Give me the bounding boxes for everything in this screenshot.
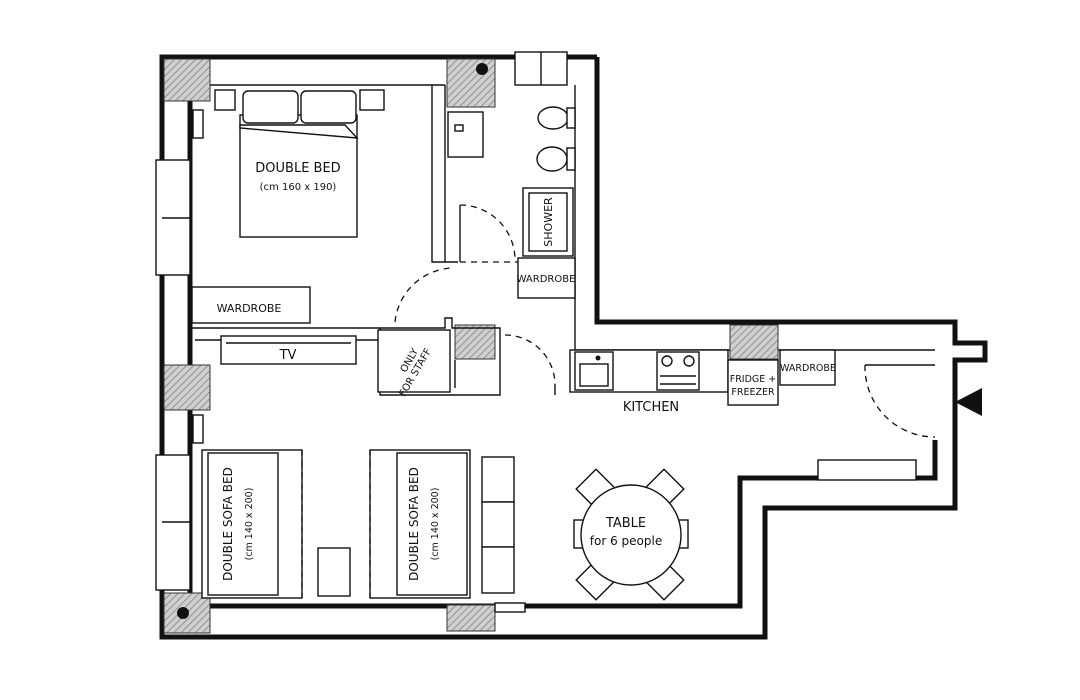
double-bed-size: (cm 160 x 190) — [260, 182, 337, 193]
shower-label: SHOWER — [542, 197, 555, 247]
bath-wall — [444, 85, 458, 263]
sofa-bed-1-size: (cm 140 x 200) — [244, 488, 255, 561]
radiator — [192, 109, 204, 139]
pillars — [163, 58, 779, 634]
table-capacity: for 6 people — [590, 534, 662, 548]
table-top — [580, 484, 682, 586]
outer-walls — [155, 51, 988, 640]
sofa-bed-1 — [201, 449, 303, 599]
fridge-label-1: FRIDGE + — [730, 374, 777, 385]
table-label: TABLE — [605, 516, 646, 531]
cabinet-section — [481, 546, 515, 594]
staff-door-panel — [377, 329, 451, 393]
bedroom-door-swing — [394, 267, 453, 323]
blanket-fold — [239, 124, 359, 139]
bedroom-wardrobe — [191, 286, 311, 324]
coffee-table — [317, 547, 351, 597]
double-bed-label: DOUBLE BED — [255, 161, 340, 176]
radiator — [494, 602, 526, 613]
pillar — [454, 324, 496, 360]
fridge-freezer — [727, 359, 779, 406]
sofa-bed-2 — [369, 449, 471, 599]
bath-wardrobe-label: WARDROBE — [517, 274, 576, 285]
staff-closet: ONLY FOR STAFF — [377, 317, 556, 399]
pillar — [446, 58, 496, 108]
pillar — [163, 364, 211, 411]
living-room: DOUBLE SOFA BED (cm 140 x 200) DOUBLE SO… — [201, 449, 689, 601]
pillar — [729, 324, 779, 360]
pillar — [163, 58, 211, 102]
bath-wardrobe — [517, 257, 576, 299]
tv-label: TV — [279, 348, 297, 363]
entry-wardrobe — [779, 349, 836, 386]
tv-unit — [220, 335, 357, 365]
column-dot — [476, 63, 488, 75]
bidet-back — [566, 147, 576, 171]
sofa-bed-1-label: DOUBLE SOFA BED — [221, 467, 235, 581]
bidet — [536, 146, 568, 172]
radiator — [192, 414, 204, 444]
shower — [522, 187, 574, 257]
kitchen-label: KITCHEN — [623, 400, 679, 415]
nightstand — [214, 89, 236, 111]
toilet-tank — [566, 107, 576, 129]
inner-wall-bath-right — [574, 85, 935, 351]
pillow — [242, 90, 299, 124]
column-dot — [177, 607, 189, 619]
entry-door-swing — [864, 364, 936, 438]
entrance-arrow-icon — [955, 388, 982, 416]
nightstand — [359, 89, 385, 111]
bathroom: SHOWER WARDROBE — [444, 85, 576, 299]
fridge-label-2: FREEZER — [731, 387, 775, 398]
entry — [817, 364, 982, 481]
cabinet-section — [481, 456, 515, 503]
staff-closet-walls — [379, 317, 501, 396]
outer-wall-outline — [159, 54, 988, 640]
toilet — [537, 106, 569, 130]
radiators — [192, 109, 526, 613]
entry-bench — [817, 459, 917, 481]
pillow — [300, 90, 357, 124]
kitchen: KITCHEN FRIDGE + FREEZER WARDROBE — [569, 349, 836, 415]
sofa-bed-2-label: DOUBLE SOFA BED — [407, 467, 421, 581]
entry-wardrobe-label: WARDROBE — [780, 363, 836, 374]
bath-sink — [447, 111, 484, 158]
bath-door-swing — [459, 204, 516, 261]
dining-table: TABLE for 6 people — [573, 468, 689, 601]
pillar — [446, 604, 496, 632]
tap — [454, 124, 464, 132]
cabinet-section — [481, 501, 515, 548]
bedroom-wall-right — [431, 85, 445, 263]
sofa-bed-2-size: (cm 140 x 200) — [430, 488, 441, 561]
kitchen-sink — [574, 351, 614, 391]
bedroom-wardrobe-label: WARDROBE — [217, 302, 282, 315]
closet-door-swing — [504, 334, 556, 386]
bedroom: DOUBLE BED (cm 160 x 190) WARDROBE TV — [190, 85, 453, 365]
